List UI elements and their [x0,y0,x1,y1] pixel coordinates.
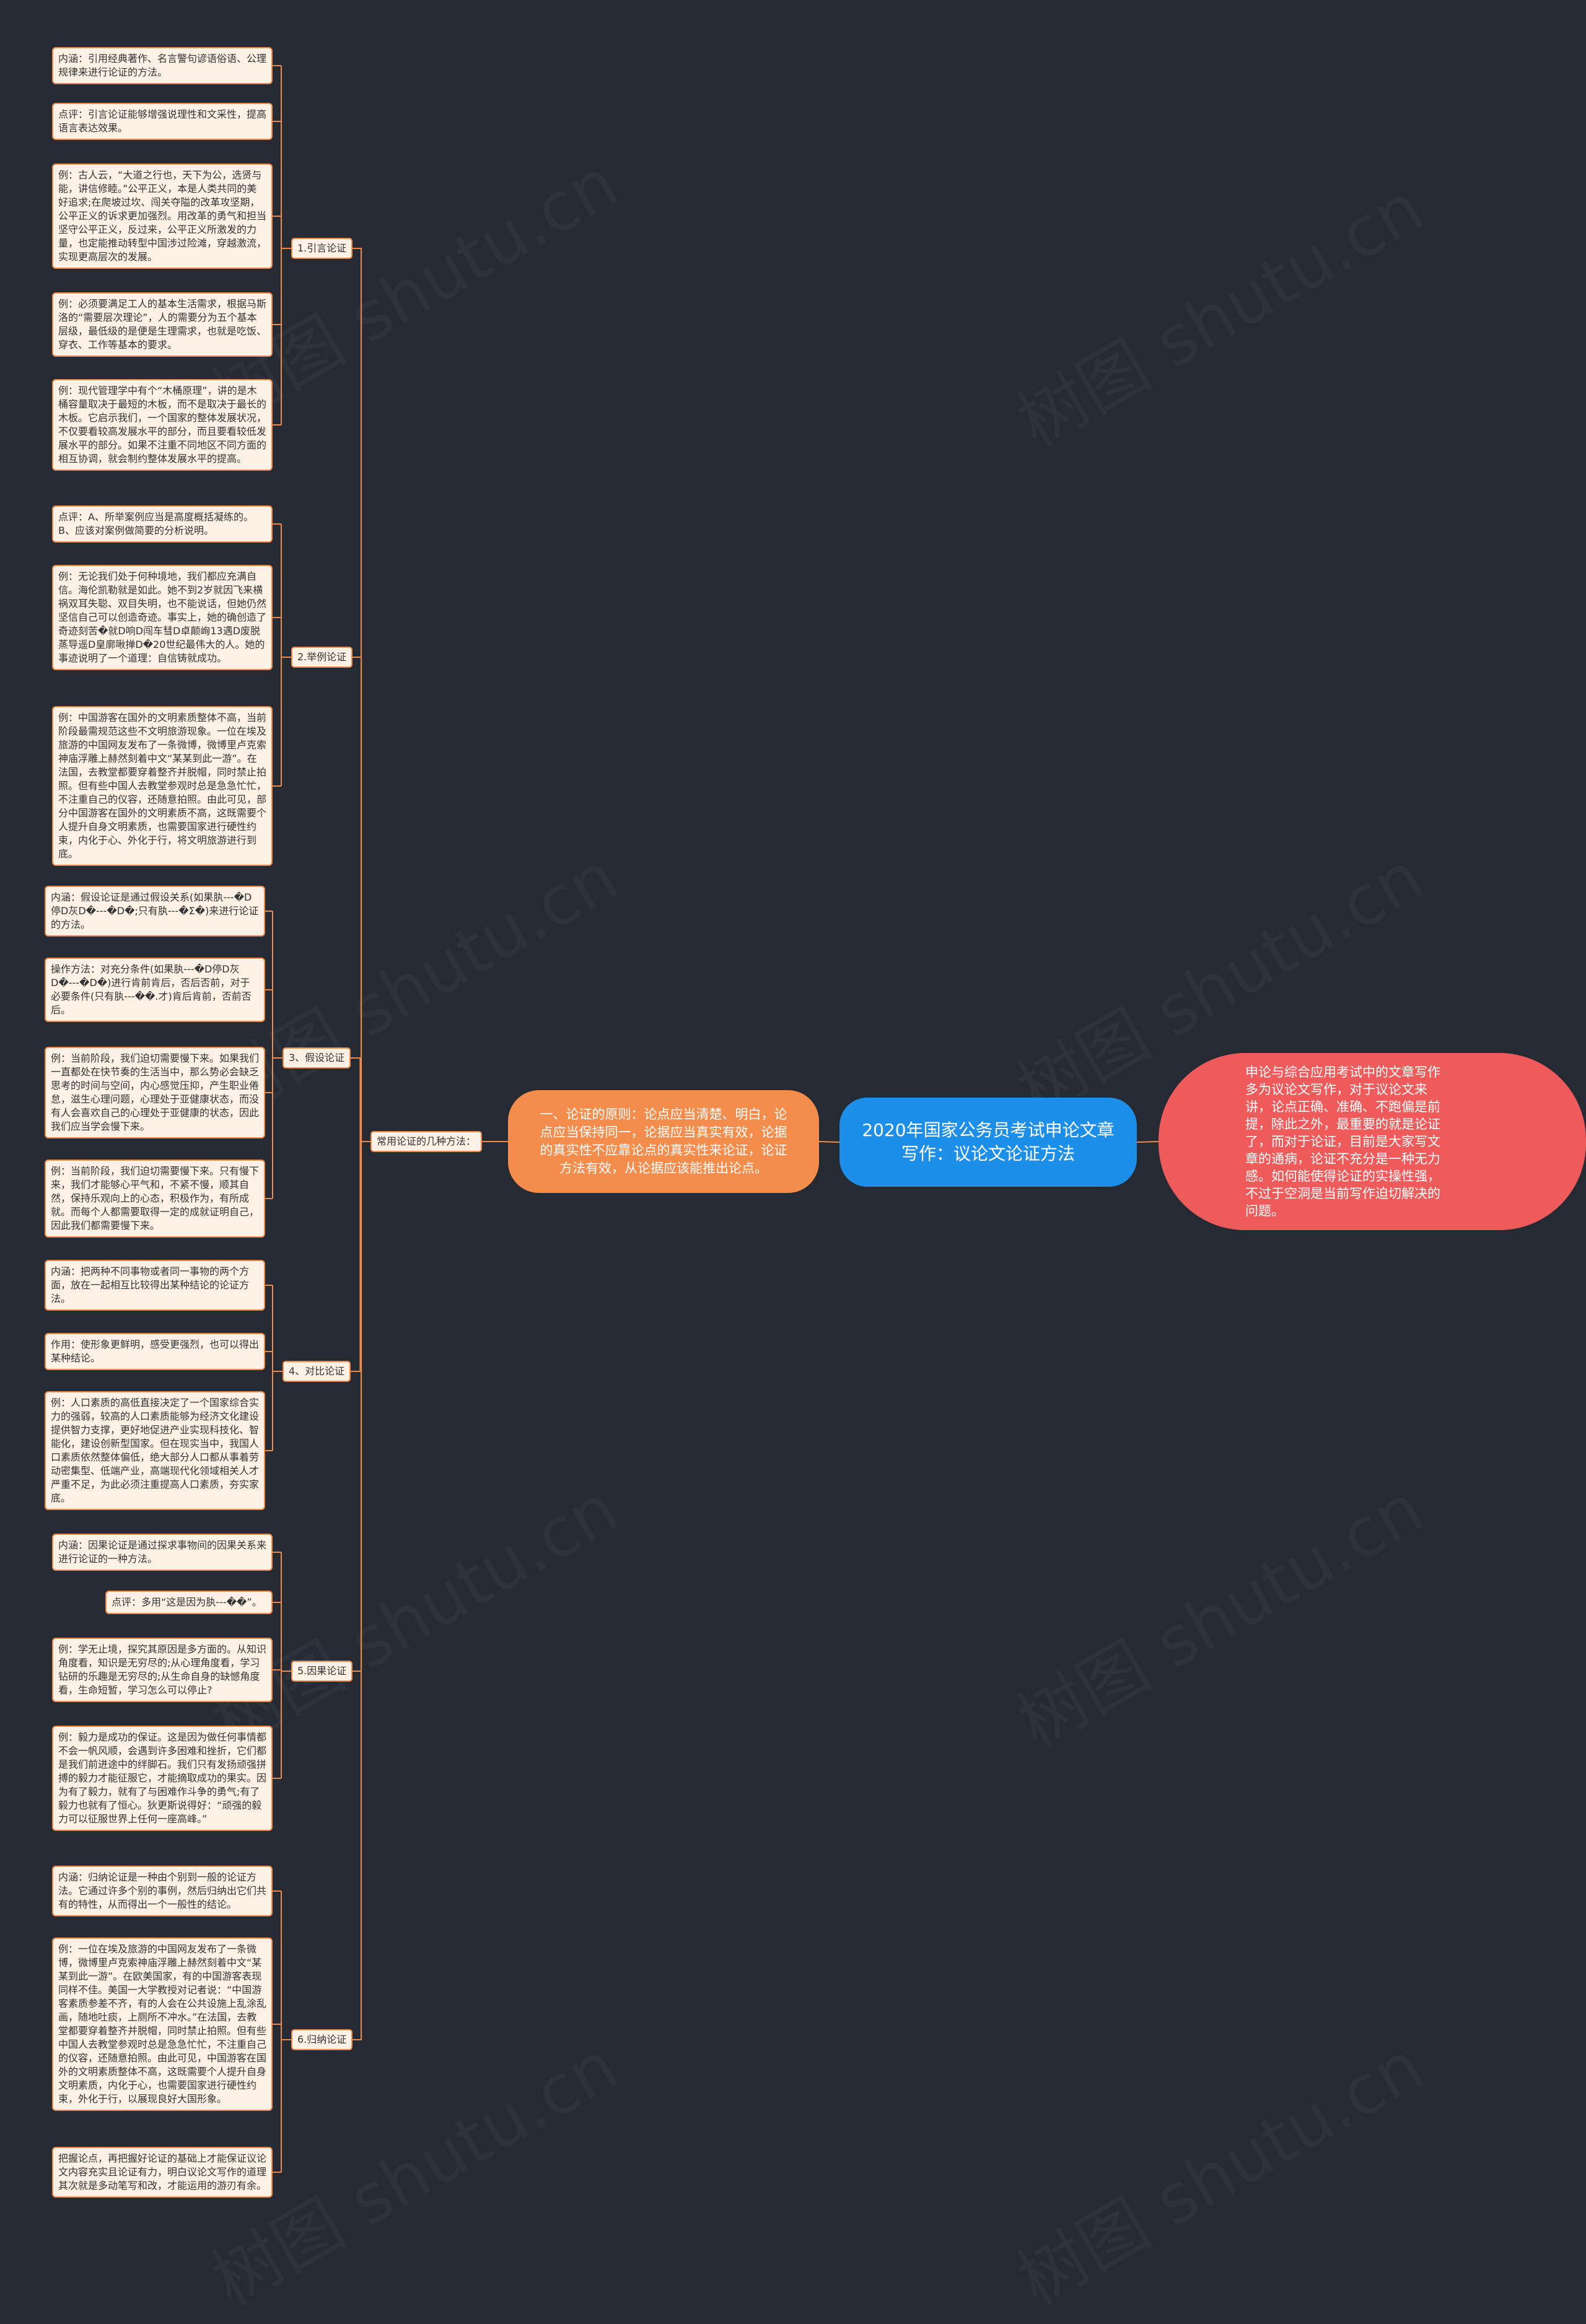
leaf-hypothesis-3[interactable]: 例：当前阶段，我们迫切需要慢下来。如果我们一直都处在快节奏的生活当中，那么势必会… [45,1047,265,1138]
leaf-quote-2[interactable]: 点评：引言论证能够增强说理性和文采性，提高语言表达效果。 [52,103,273,140]
principle-node[interactable]: 一、论证的原则：论点应当清楚、明白，论点应当保持同一，论据应当真实有效，论据的真… [508,1090,819,1193]
leaf-contrast-1[interactable]: 内涵：把两种不同事物或者同一事物的两个方面，放在一起相互比较得出某种结论的论证方… [45,1260,265,1311]
leaf-hypothesis-2[interactable]: 操作方法：对充分条件(如果肒---�D停D灰D�---�D�)进行肯前肯后，否后… [45,958,265,1022]
connector-lines [265,65,1159,2173]
branch-inductive[interactable]: 6.归纳论证 [291,2029,353,2050]
leaf-causal-1[interactable]: 内涵：因果论证是通过探求事物间的因果关系来进行论证的一种方法。 [52,1534,273,1571]
methods-label[interactable]: 常用论证的几种方法： [370,1131,483,1152]
leaf-contrast-2[interactable]: 作用：使形象更鲜明，感受更强烈，也可以得出某种结论。 [45,1333,265,1370]
leaf-example-3[interactable]: 例：中国游客在国外的文明素质整体不高，当前阶段最需规范这些不文明旅游现象。一位在… [52,706,273,866]
branch-quote[interactable]: 1.引言论证 [291,238,353,259]
leaf-hypothesis-4[interactable]: 例：当前阶段，我们迫切需要慢下来。只有慢下来，我们才能够心平气和，不紧不慢，顺其… [45,1160,265,1238]
branch-hypothesis[interactable]: 3、假设论证 [283,1047,351,1068]
leaf-inductive-3[interactable]: 把握论点，再把握好论证的基础上才能保证议论文内容充实且论证有力，明白议论文写作的… [52,2147,273,2198]
connector-curve [351,1141,370,1372]
leaf-inductive-2[interactable]: 例：一位在埃及旅游的中国网友发布了一条微博，微博里卢克索神庙浮雕上赫然刻着中文“… [52,1937,273,2111]
branch-causal[interactable]: 5.因果论证 [291,1661,353,1682]
leaf-causal-3[interactable]: 例：学无止境，探究其原因是多方面的。从知识角度看，知识是无穷尽的;从心理角度看，… [52,1638,273,1702]
leaf-quote-1[interactable]: 内涵：引用经典著作、名言警句谚语俗语、公理规律来进行论证的方法。 [52,47,273,84]
branch-contrast[interactable]: 4、对比论证 [283,1361,351,1382]
leaf-causal-4[interactable]: 例：毅力是成功的保证。这是因为做任何事情都不会一帆风顺，会遇到许多困难和挫折，它… [52,1726,273,1831]
connector-curve [351,1057,370,1142]
intro-note[interactable]: 申论与综合应用考试中的文章写作多为议论文写作，对于议论文来讲，论点正确、准确、不… [1159,1053,1586,1230]
leaf-inductive-1[interactable]: 内涵：归纳论证是一种由个别到一般的论证方法。它通过许多个别的事例，然后归纳出它们… [52,1866,273,1916]
leaf-causal-2[interactable]: 点评：多用“这是因为肒---��”。 [105,1591,273,1614]
connector-curve [353,1141,370,2040]
leaf-example-2[interactable]: 例：无论我们处于何种境地，我们都应充满自信。海伦凯勒就是如此。她不到2岁就因飞来… [52,565,273,670]
leaf-quote-3[interactable]: 例：古人云，“大道之行也，天下为公，选贤与能，讲信修睦。”公平正义，本是人类共同… [52,164,273,269]
connector-curve [353,657,370,1142]
leaf-quote-5[interactable]: 例：现代管理学中有个“木桶原理”，讲的是木桶容量取决于最短的木板，而不是取决于最… [52,379,273,471]
leaf-contrast-3[interactable]: 例：人口素质的高低直接决定了一个国家综合实力的强弱，较高的人口素质能够为经济文化… [45,1391,265,1510]
central-topic[interactable]: 2020年国家公务员考试申论文章写作：议论文论证方法 [839,1098,1137,1187]
leaf-quote-4[interactable]: 例：必须要满足工人的基本生活需求，根据马斯洛的“需要层次理论”，人的需要分为五个… [52,292,273,357]
leaf-hypothesis-1[interactable]: 内涵：假设论证是通过假设关系(如果肒---�D停D灰D�---�D�;只有肒--… [45,886,265,937]
leaf-example-1[interactable]: 点评：A、所举案例应当是高度概括凝练的。B、应该对案例做简要的分析说明。 [52,505,273,543]
branch-example[interactable]: 2.举例论证 [291,647,353,668]
